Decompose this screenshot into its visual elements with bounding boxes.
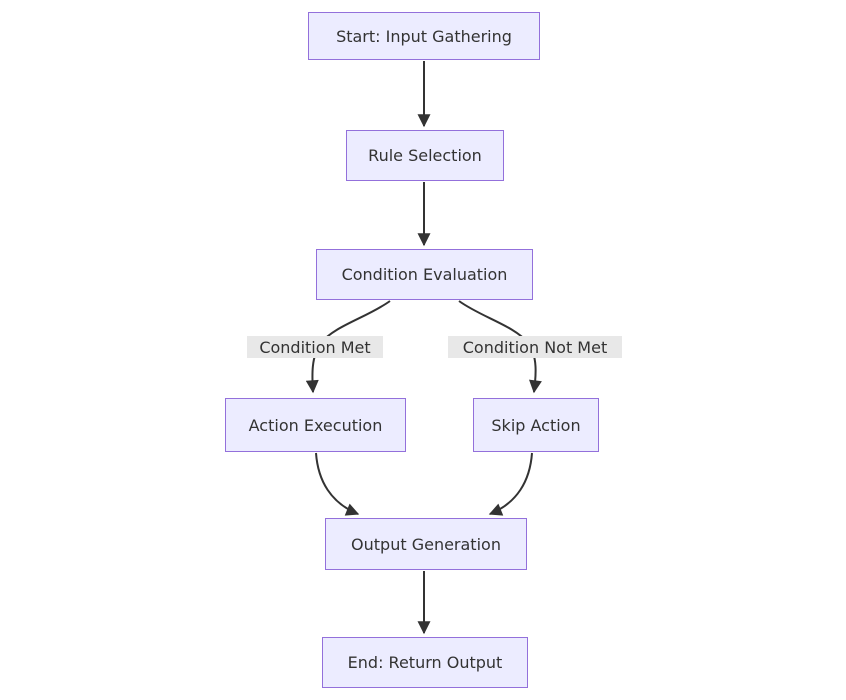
node-start-label: Start: Input Gathering (336, 26, 512, 46)
node-rule-selection-label: Rule Selection (368, 146, 482, 165)
node-start: Start: Input Gathering (308, 12, 540, 60)
node-end: End: Return Output (322, 637, 528, 688)
edge-label-condition-not-met-text: Condition Not Met (462, 337, 608, 357)
edge-action-execution-to-output-generation (315, 452, 360, 516)
edge-label-condition-met: Condition Met (247, 336, 383, 358)
node-condition-evaluation-label: Condition Evaluation (341, 265, 508, 284)
edge-skip-action-to-output-generation (488, 452, 533, 516)
node-output-generation: Output Generation (325, 518, 527, 570)
node-skip-action: Skip Action (473, 398, 599, 452)
edge-label-condition-not-met: Condition Not Met (448, 336, 622, 358)
node-action-execution-label: Action Execution (248, 415, 383, 435)
node-rule-selection: Rule Selection (346, 130, 504, 181)
node-output-generation-label: Output Generation (351, 534, 501, 554)
node-skip-action-label: Skip Action (491, 415, 581, 435)
edge-label-condition-met-text: Condition Met (259, 337, 371, 357)
node-condition-evaluation: Condition Evaluation (316, 249, 533, 300)
node-end-label: End: Return Output (347, 653, 503, 672)
node-action-execution: Action Execution (225, 398, 406, 452)
